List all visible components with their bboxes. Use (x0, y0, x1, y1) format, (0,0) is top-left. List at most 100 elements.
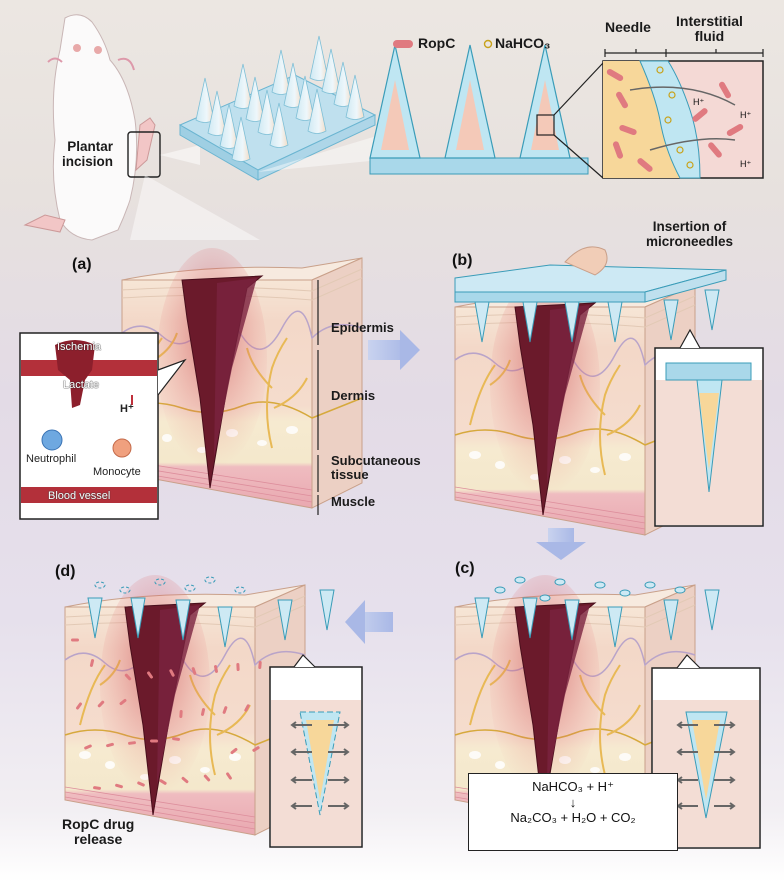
release-arrow-icon (328, 721, 350, 729)
ropc-particle (119, 698, 127, 706)
ischemia-label: Ischemia (57, 341, 102, 353)
equation-arrow-icon: ↓ (569, 794, 577, 810)
release-arrow-icon (676, 776, 698, 784)
ropc-particle (93, 786, 101, 790)
ropc-particle (124, 673, 132, 681)
ropc-particle (115, 783, 123, 789)
ropc-particle (214, 665, 218, 673)
ropc-particle (619, 124, 637, 136)
insertion-title: Insertion of microneedles (646, 219, 734, 249)
release-arrow-icon (676, 802, 698, 810)
release-arrow-icon (714, 776, 736, 784)
proton-label: H⁺ (693, 97, 705, 107)
legend (393, 39, 493, 49)
nahco3-particle (676, 146, 684, 154)
ropc-particle (181, 776, 189, 784)
ropc-particle (128, 741, 136, 745)
co2-bubble (644, 581, 656, 589)
layer-epidermis: Epidermis (331, 320, 394, 335)
release-arrow-icon (290, 748, 312, 756)
microneedle-cone (269, 102, 289, 148)
ropc-particle (150, 739, 158, 743)
ropc-particle (97, 700, 105, 708)
ropc-particle (692, 108, 708, 122)
microneedle-patch (178, 35, 377, 181)
zoom-panel (602, 49, 764, 179)
ropc-particle (159, 779, 167, 785)
monocyte-label: Monocyte (93, 466, 141, 478)
legend-ropc-label: RopC (418, 35, 456, 51)
nahco3-particle (656, 66, 664, 74)
release-arrow-icon (290, 721, 312, 729)
ropc-particle (179, 710, 183, 718)
dissolved-bubble (94, 581, 106, 589)
release-arrow-icon (290, 776, 312, 784)
ropc-particle (89, 659, 95, 667)
co2-bubble (594, 581, 606, 589)
layer-dermis: Dermis (331, 388, 376, 403)
interstitial-fluid-label: Interstitial fluid (676, 13, 743, 45)
co2-bubble (514, 576, 526, 584)
drug-core (456, 80, 484, 150)
panel-b-patch (454, 246, 727, 343)
nahco3-particle (686, 161, 694, 169)
ropc-particle (222, 706, 228, 714)
arrow-a-to-b (368, 340, 406, 360)
nahco3-particle (664, 116, 672, 124)
nahco3-legend-swatch (483, 39, 493, 49)
proton-label: H⁺ (120, 403, 134, 415)
ropc-particle (200, 708, 206, 716)
layer-subcutaneous: Subcutaneous tissue (331, 453, 421, 483)
ropc-particle (106, 742, 114, 748)
ropc-particle (191, 667, 197, 675)
ropc-particle (203, 774, 211, 782)
rat-illustration (23, 14, 156, 241)
microneedle-cross-section (369, 44, 589, 175)
incision-marker (127, 131, 161, 178)
release-arrow-icon (328, 748, 350, 756)
release-arrow-icon (328, 776, 350, 784)
co2-bubble (554, 578, 566, 586)
release-arrow-icon (714, 748, 736, 756)
release-arrow-icon (676, 748, 698, 756)
ropc-particle (147, 671, 153, 679)
released-ropc (71, 576, 262, 790)
ropc-particle (137, 781, 145, 787)
neutrophil-label: Neutrophil (26, 453, 77, 465)
proton-label: H⁺ (740, 110, 752, 120)
dissolved-bubble (184, 584, 196, 592)
ropc-particle (252, 746, 260, 752)
ropc-particle (719, 81, 731, 99)
ropc-particle (226, 772, 232, 780)
release-arrow-icon (290, 802, 312, 810)
reaction-equation-box: NaHCO₃ + H⁺ ↓ Na₂CO₃ + H₂O + CO₂ (468, 773, 678, 851)
plantar-incision-label: Plantar incision (62, 139, 114, 169)
ropc-particle (726, 124, 744, 137)
co2-bubble (494, 586, 506, 594)
dissolved-bubble (119, 586, 131, 594)
dissolved-bubble (204, 576, 216, 584)
proton-label: H⁺ (740, 159, 752, 169)
drug-release-caption: RopC drug release (62, 816, 135, 848)
dissolved-bubble (234, 586, 246, 594)
release-arrow-icon (328, 802, 350, 810)
microneedle-cone (345, 74, 365, 120)
blood-vessel-label: Blood vessel (48, 490, 111, 502)
co2-bubble (539, 594, 551, 602)
dissolved-bubble (154, 578, 166, 586)
ropc-particle (71, 638, 79, 642)
equation-reactants: NaHCO₃ + H⁺ (532, 779, 614, 794)
panel-c-label: (c) (455, 560, 475, 577)
ropc-particle (169, 669, 175, 677)
microneedle-cone (307, 88, 327, 134)
nahco3-particle (668, 91, 676, 99)
ropc-particle (637, 158, 653, 172)
legend-nahco3-label: NaHCO₃ (495, 35, 551, 51)
release-arrow-icon (714, 802, 736, 810)
ropc-particle (616, 91, 628, 109)
drug-core (381, 80, 409, 150)
ropc-legend-swatch (393, 40, 413, 48)
co2-bubbles (494, 576, 686, 602)
ropc-particle (606, 69, 624, 81)
ropc-particle (708, 142, 722, 158)
